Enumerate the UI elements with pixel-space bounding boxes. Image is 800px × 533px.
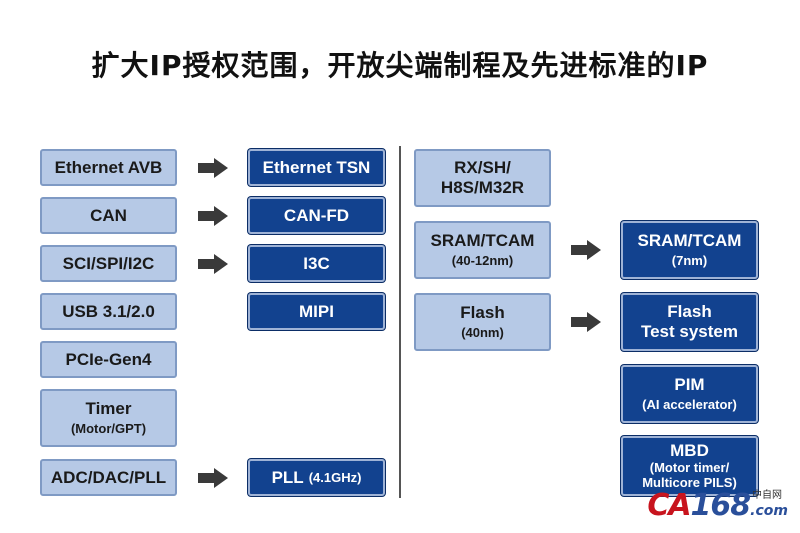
box-label: CAN-FD [283,205,350,225]
box-label: SCI/SPI/I2C [62,253,155,273]
column-divider [399,146,401,498]
box-sublabel: (4.1GHz) [308,470,362,486]
box-sublabel: (40nm) [461,324,504,340]
arrow-right-icon [198,158,228,178]
box-mipi: MIPI [248,293,385,330]
arrow-right-icon [571,240,601,260]
box-sublabel: (Motor timer/ [649,460,730,476]
box-label: PLL [271,467,304,487]
box-flash-legacy: Flash (40nm) [414,293,551,351]
box-pcie: PCIe-Gen4 [40,341,177,378]
page-title: 扩大IP授权范围，开放尖端制程及先进标准的IP [91,49,709,82]
arrow-right-icon [198,468,228,488]
box-label: PIM [674,375,705,395]
box-label: ADC/DAC/PLL [50,467,167,487]
box-timer: Timer (Motor/GPT) [40,389,177,447]
box-ethernet-avb: Ethernet AVB [40,149,177,186]
box-label: MBD [670,440,709,460]
box-sublabel: (7nm) [671,252,708,268]
box-sci-spi-i2c: SCI/SPI/I2C [40,245,177,282]
watermark-cn: 中自网 [752,490,782,501]
box-sublabel: (40-12nm) [451,252,514,268]
box-sram-tcam-legacy: SRAM/TCAM (40-12nm) [414,221,551,279]
box-label: Timer [85,399,132,419]
box-flash-test-system: Flash Test system [621,293,758,351]
box-label: USB 3.1/2.0 [62,301,155,321]
box-label: MIPI [299,301,334,321]
box-mbd: MBD (Motor timer/ Multicore PILS) [621,436,758,496]
box-label-line2: H8S/M32R [440,178,525,197]
watermark-ca: CA [647,488,691,523]
box-label: SRAM/TCAM [637,231,742,251]
box-label: CAN [90,205,127,225]
arrow-right-icon [571,312,601,332]
box-adc-dac-pll: ADC/DAC/PLL [40,459,177,496]
box-ethernet-tsn: Ethernet TSN [248,149,385,186]
box-sublabel: (AI accelerator) [642,396,737,412]
box-label: I3C [303,253,330,273]
box-pim: PIM (AI accelerator) [621,365,758,423]
box-label: RX/SH/ [454,158,511,178]
box-i3c: I3C [248,245,385,282]
box-sram-tcam-7nm: SRAM/TCAM (7nm) [621,221,758,279]
box-pll: PLL (4.1GHz) [248,459,385,496]
watermark-num: 168 [690,488,752,523]
box-can: CAN [40,197,177,234]
box-sublabel: (Motor/GPT) [70,420,147,436]
box-rx-sh: RX/SH/ H8S/M32R [414,149,551,207]
box-label: Ethernet TSN [262,157,371,177]
box-label: Flash [460,303,505,323]
arrow-right-icon [198,206,228,226]
box-can-fd: CAN-FD [248,197,385,234]
box-sublabel-line2: Multicore PILS) [642,475,737,491]
box-label: PCIe-Gen4 [65,349,152,369]
box-label: SRAM/TCAM [430,231,535,251]
box-label: Ethernet AVB [54,157,163,177]
box-label-line2: Test system [640,322,738,341]
box-usb: USB 3.1/2.0 [40,293,177,330]
box-label: Flash [667,302,712,322]
watermark-logo: 中自网 CA168.com [647,488,788,523]
arrow-right-icon [198,254,228,274]
watermark-domain: .com [750,503,788,519]
